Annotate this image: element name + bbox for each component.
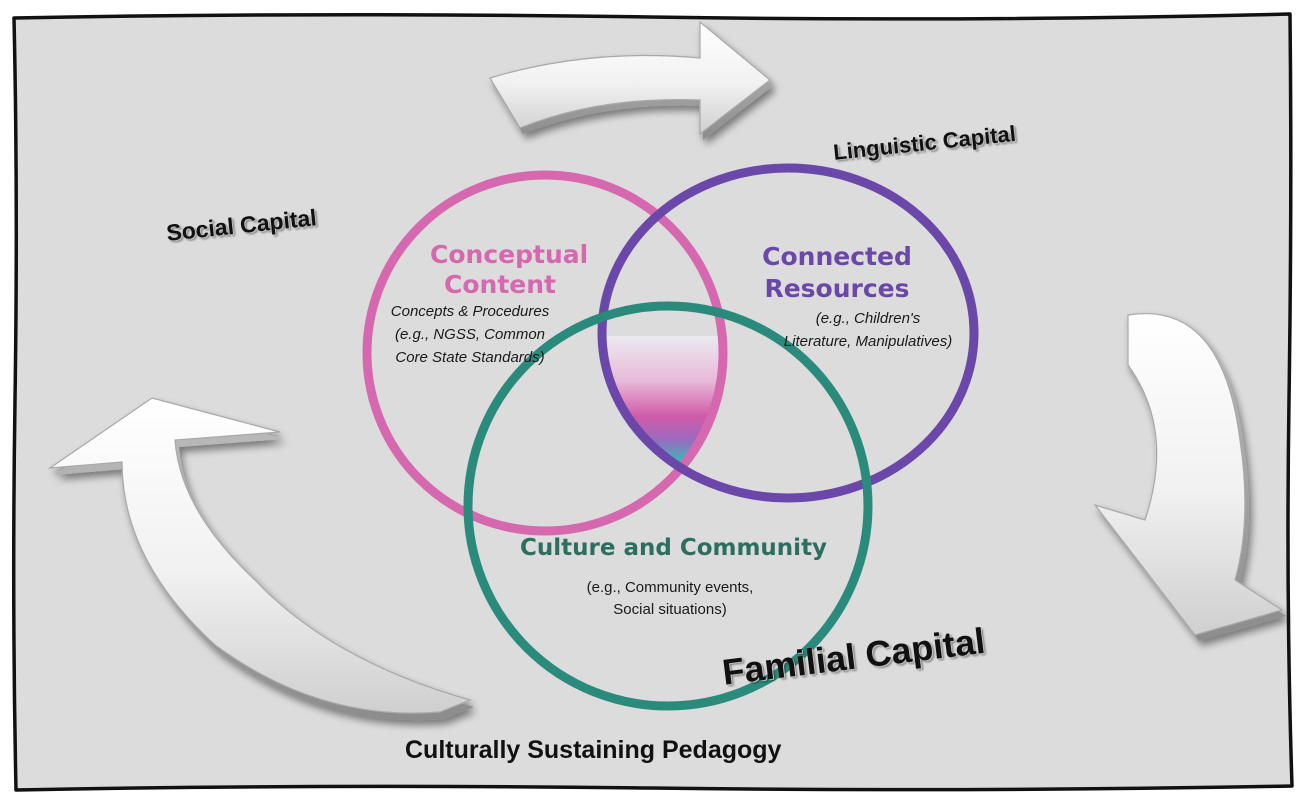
footer-title: Culturally Sustaining Pedagogy xyxy=(405,736,782,764)
connected-title-line2: Resources xyxy=(764,274,910,303)
culture-title: Culture and Community xyxy=(520,535,828,561)
curved-arrow-right-icon xyxy=(1093,313,1286,641)
connected-title-line1: Connected xyxy=(762,242,912,271)
culture-community-circle xyxy=(463,301,873,711)
conceptual-sub-line2: (e.g., NGSS, Common xyxy=(394,326,546,343)
curved-arrow-top-icon xyxy=(489,20,773,140)
connected-sub-line2: Literature, Manipulatives) xyxy=(783,333,953,350)
curved-arrow-left-icon xyxy=(47,397,474,721)
culture-sub-line1: (e.g., Community events, xyxy=(586,579,754,596)
culture-sub-line2: Social situations) xyxy=(613,601,727,618)
connected-sub-line1: (e.g., Children's xyxy=(815,310,921,327)
connected-resources-circle xyxy=(597,163,979,503)
conceptual-title-line1: Conceptual xyxy=(430,240,589,269)
conceptual-content-circle xyxy=(362,170,728,536)
conceptual-title-line2: Content xyxy=(444,270,556,299)
conceptual-sub-line1: Concepts & Procedures xyxy=(390,303,550,320)
conceptual-sub-line3: Core State Standards) xyxy=(395,349,545,366)
